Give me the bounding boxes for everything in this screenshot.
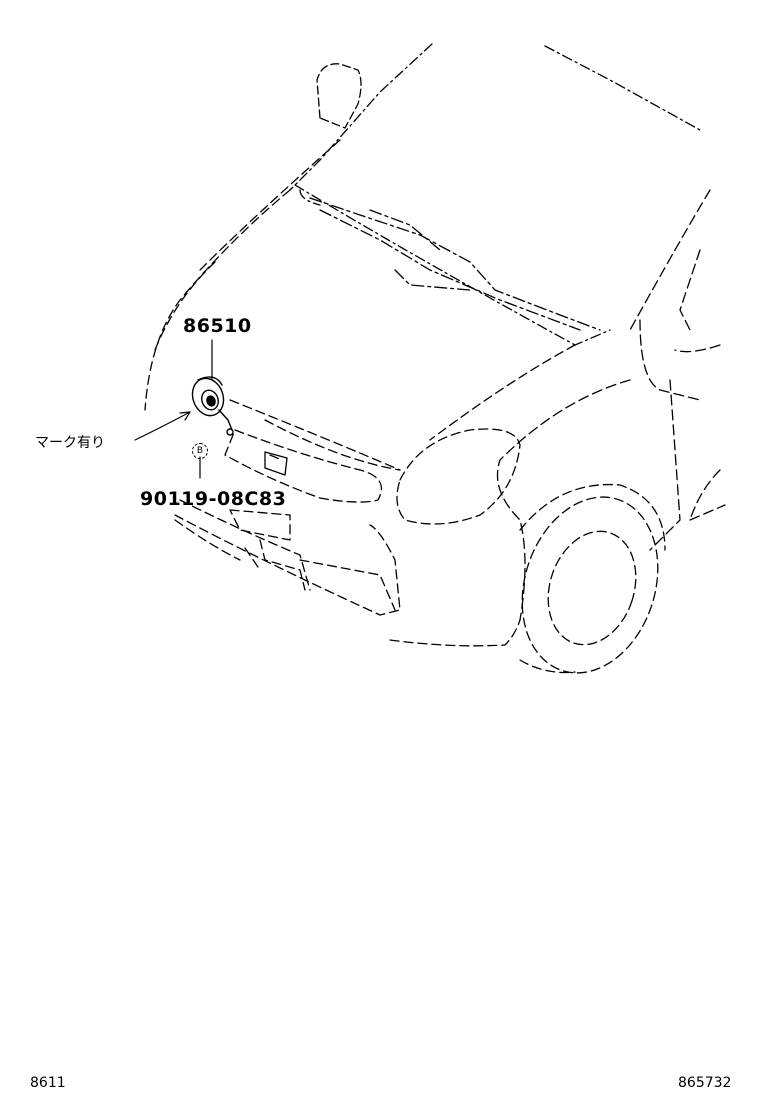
front-wheel (519, 483, 666, 674)
horn-part-number: 86510 (183, 315, 252, 337)
mark-note: マーク有り (35, 435, 105, 451)
leader-lines (134, 339, 213, 479)
footer-left-code: 8611 (30, 1075, 66, 1091)
headlight (396, 428, 521, 525)
bolt-symbol: B (192, 443, 208, 459)
body-side (496, 319, 726, 621)
horn-icon (191, 376, 234, 436)
footer-right-code: 865732 (678, 1075, 732, 1091)
bolt-part-number: 90119-08C83 (140, 488, 287, 510)
hood-outline (144, 139, 576, 471)
side-mirror (316, 63, 362, 129)
windshield-frame (289, 43, 701, 346)
front-bumper (174, 499, 521, 647)
front-grille (224, 429, 383, 503)
roof-line (629, 189, 721, 353)
wiper-blades (309, 197, 601, 331)
